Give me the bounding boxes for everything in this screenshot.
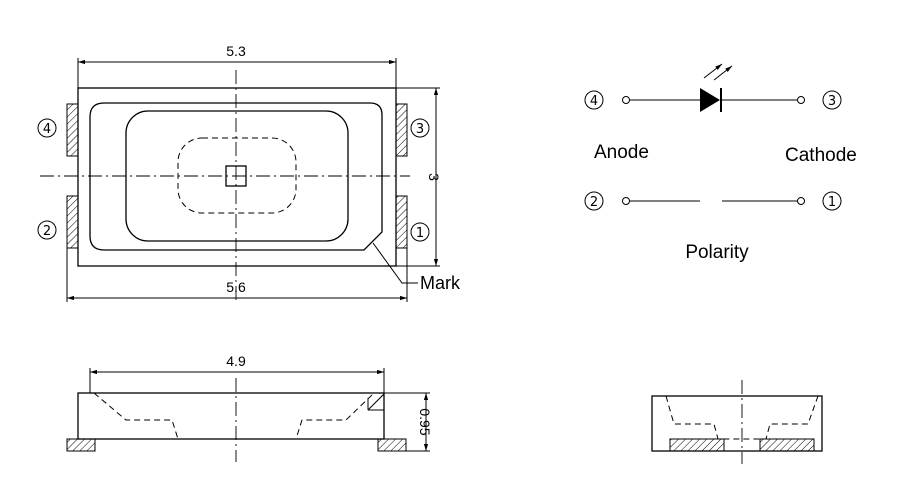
pin-1-circle — [410, 222, 430, 242]
side-dim-right-label: 0.95 — [417, 408, 433, 435]
pol-pin-3-number: 3 — [828, 94, 836, 109]
package-outline — [77, 87, 397, 267]
polarity-title: Polarity — [685, 242, 749, 263]
pin-2-number: 2 — [43, 224, 51, 239]
pol-pin-4-circle — [584, 90, 604, 110]
pad-1 — [395, 195, 408, 249]
side-pad-left — [66, 438, 96, 452]
die-area — [177, 137, 297, 214]
pin-4-circle — [37, 118, 57, 138]
pol-pin-2-circle — [584, 191, 604, 211]
side-view: 4.9 0.95 — [66, 353, 433, 462]
side-cavity-profile — [93, 392, 375, 440]
cathode-label: Cathode — [785, 145, 857, 166]
side-body — [77, 392, 385, 440]
pol-terminal-2 — [622, 197, 630, 205]
top-view: 4 2 3 1 5.3 5.6 3 Mark — [37, 43, 461, 302]
pol-terminal-1 — [797, 197, 805, 205]
pol-pin-2-number: 2 — [590, 195, 598, 210]
pad-4 — [66, 103, 79, 157]
emission-arrow-1 — [703, 63, 723, 79]
side-pad-right — [377, 438, 407, 452]
dim-right-label: 3 — [426, 173, 442, 181]
end-body — [651, 395, 823, 452]
end-cavity-profile — [665, 395, 819, 440]
polarity-schematic: 4 3 Anode Cathode 2 1 Polarity — [584, 63, 857, 263]
pin-2-circle — [37, 220, 57, 240]
emission-arrow-2 — [713, 65, 733, 81]
pad-3 — [395, 103, 408, 157]
pad-2 — [66, 195, 79, 249]
pol-terminal-4 — [622, 96, 630, 104]
pin-1-number: 1 — [416, 226, 424, 241]
pol-pin-1-circle — [822, 191, 842, 211]
lens-outline — [89, 102, 383, 251]
pol-pin-4-number: 4 — [590, 94, 598, 109]
pol-pin-3-circle — [822, 90, 842, 110]
end-pad-left — [669, 438, 725, 452]
anode-label: Anode — [594, 142, 649, 163]
pin-4-number: 4 — [43, 122, 51, 137]
side-dim-top-label: 4.9 — [226, 353, 246, 369]
dim-top-label: 5.3 — [226, 43, 246, 59]
mark-label: Mark — [420, 273, 461, 293]
pol-terminal-3 — [797, 96, 805, 104]
diode-triangle — [700, 88, 720, 112]
pin-3-circle — [410, 118, 430, 138]
pin-3-number: 3 — [416, 122, 424, 137]
mark-leader — [372, 242, 418, 284]
end-view — [651, 380, 823, 464]
end-pad-right — [759, 438, 815, 452]
dim-bottom-label: 5.6 — [226, 279, 246, 295]
pol-pin-1-number: 1 — [828, 195, 836, 210]
